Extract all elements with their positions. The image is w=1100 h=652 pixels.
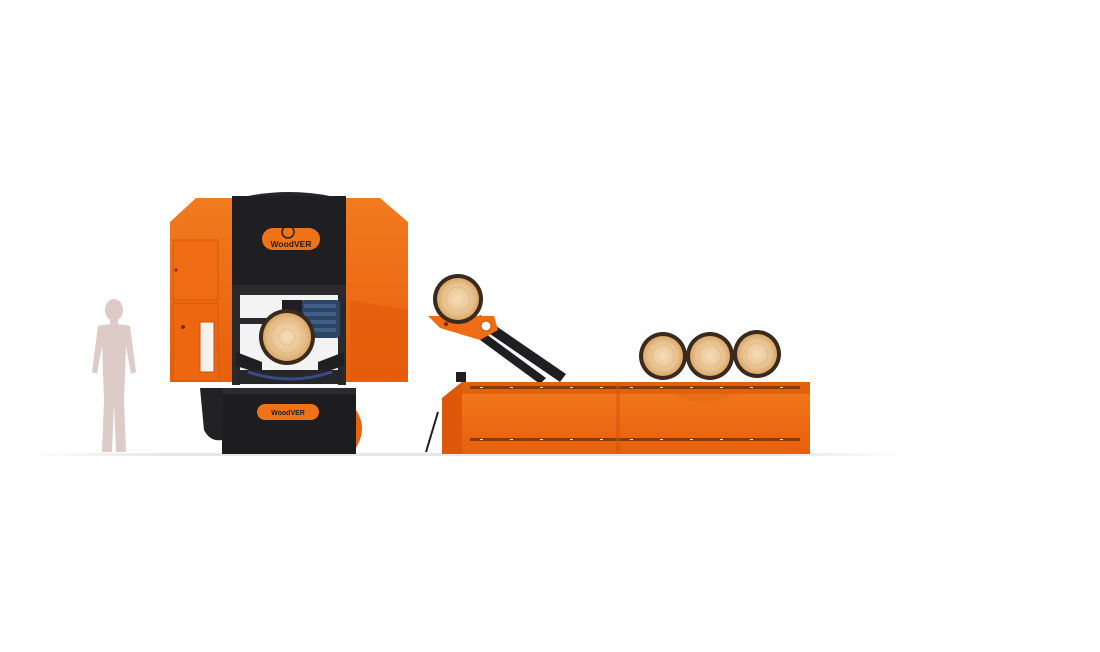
sawmill-machine: WoodVER [170, 192, 408, 454]
brand-logo-text: WoodVER [271, 239, 312, 249]
log-deck-conveyor [425, 372, 810, 454]
deck-log-2 [686, 332, 734, 380]
log-in-sawmill [259, 309, 315, 365]
log-loader-arm [428, 274, 566, 384]
human-silhouette [92, 299, 136, 452]
ground-shadow [30, 453, 910, 456]
logs-on-deck [639, 330, 781, 380]
brand-logo-small: WoodVER [257, 404, 319, 420]
brand-logo-small-text: WoodVER [271, 410, 305, 417]
deck-log-3 [733, 330, 781, 378]
brand-logo-main: WoodVER [262, 225, 320, 250]
deck-log-1 [639, 332, 687, 380]
log-on-arm [433, 274, 483, 324]
